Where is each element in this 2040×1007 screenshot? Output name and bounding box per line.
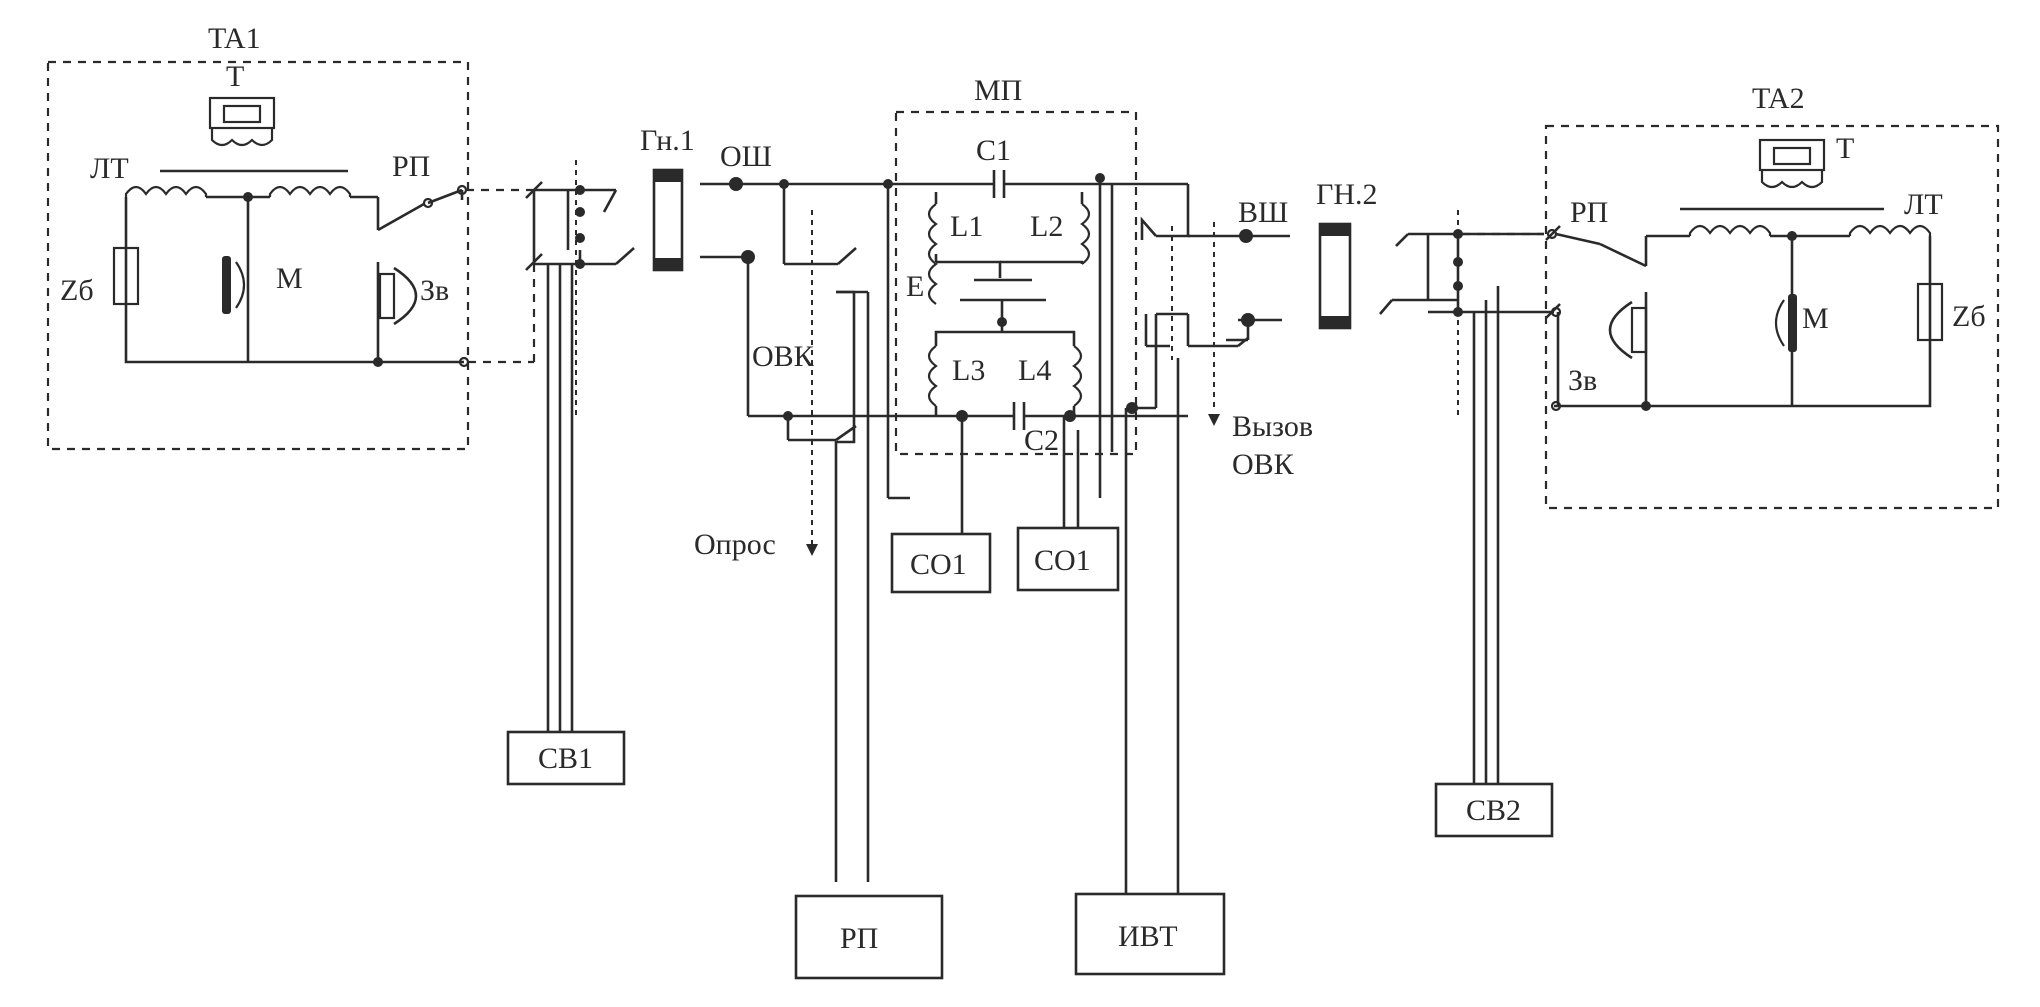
lt-label-left: ЛТ: [90, 152, 129, 185]
line-transformer-left: ЛТ: [90, 152, 352, 197]
l2-label: L2: [1030, 210, 1063, 243]
e-label: Е: [906, 270, 924, 303]
c1-label: С1: [976, 134, 1011, 167]
ta1-title: TA1: [208, 22, 261, 55]
l4-label: L4: [1018, 354, 1051, 387]
ivt-block-label: ИВТ: [1118, 920, 1178, 953]
telephone-set-ta2: TA2 T ЛТ Zб М РП: [1544, 82, 2000, 510]
vsh-label: ВШ: [1238, 196, 1288, 229]
lt-label-right: ЛТ: [1904, 188, 1943, 221]
osh-label: ОШ: [720, 140, 772, 173]
co1-left-block: СО1: [890, 532, 992, 594]
ivt-block: ИВТ: [1074, 892, 1226, 976]
jack-body-left: [652, 168, 684, 272]
line-gn2-ta2: [1379, 210, 1561, 784]
microphone-left: М: [222, 256, 303, 314]
zb-label-right: Zб: [1952, 300, 1986, 333]
answer-cord-osh: ОШ ОВК Опрос: [694, 140, 888, 882]
jack-body-right: [1318, 222, 1352, 330]
receiver-label-right: T: [1836, 132, 1854, 165]
line-transformer-right: ЛТ: [1680, 188, 1943, 236]
opros-label: Опрос: [694, 528, 776, 561]
ta2-title: TA2: [1752, 82, 1805, 115]
mp-label: МП: [974, 74, 1022, 107]
c2-label: С2: [1024, 424, 1059, 457]
receiver-t-left: T: [208, 60, 276, 147]
telephone-set-ta1: TA1 T ЛТ Zб М: [46, 22, 470, 451]
mp-boundary: [894, 110, 1138, 456]
line-ta1-gn1: [466, 160, 635, 732]
zv-label-right: Зв: [1568, 364, 1597, 397]
ta2-boundary: [1544, 124, 2000, 510]
vyzov-label-1: Вызов: [1232, 410, 1313, 443]
rp-block: РП: [794, 894, 944, 980]
ovk-label: ОВК: [752, 340, 815, 373]
cb1-block: СВ1: [506, 730, 626, 786]
cb1-label: СВ1: [538, 742, 593, 775]
zv-label-left: Зв: [420, 274, 449, 307]
microphone-label-left: М: [276, 262, 303, 295]
ta1-boundary: [46, 60, 470, 451]
rp-label-right: РП: [1570, 196, 1608, 229]
wire-ta1-bottom: [124, 197, 378, 364]
receiver-label-left: T: [226, 60, 244, 93]
receiver-t-right: T: [1758, 132, 1854, 189]
gn1-label: Гн.1: [640, 124, 695, 157]
balance-impedance-left: [112, 246, 140, 306]
l1-label: L1: [950, 210, 983, 243]
ringer-left: Зв: [376, 262, 449, 362]
zb-label-left: Zб: [60, 274, 94, 307]
rp-block-label: РП: [840, 922, 878, 955]
l3-label: L3: [952, 354, 985, 387]
co1-right-label: СО1: [1034, 544, 1091, 577]
hook-switch-left: РП: [377, 150, 463, 232]
bridge-mp: МП С1 С2 L1 L2 Е: [883, 74, 1188, 534]
jack-gn2: ГН.2: [1316, 178, 1378, 330]
cb2-label: СВ2: [1466, 794, 1521, 827]
calling-cord-vsh: ВШ Вызов ОВК: [1124, 184, 1313, 882]
balance-impedance-right: [1916, 282, 1944, 342]
hook-switch-right: РП: [1546, 196, 1647, 268]
vyzov-label-2: ОВК: [1232, 448, 1295, 481]
co1-right-block: СО1: [1016, 526, 1120, 592]
gn2-label: ГН.2: [1316, 178, 1378, 211]
cb2-block: СВ2: [1434, 782, 1554, 838]
microphone-right: М: [1774, 294, 1829, 352]
jack-gn1: Гн.1: [640, 124, 695, 272]
rp-label-left: РП: [392, 150, 430, 183]
co1-left-label: СО1: [910, 548, 967, 581]
microphone-label-right: М: [1802, 302, 1829, 335]
ringer-right: Зв: [1568, 292, 1648, 406]
